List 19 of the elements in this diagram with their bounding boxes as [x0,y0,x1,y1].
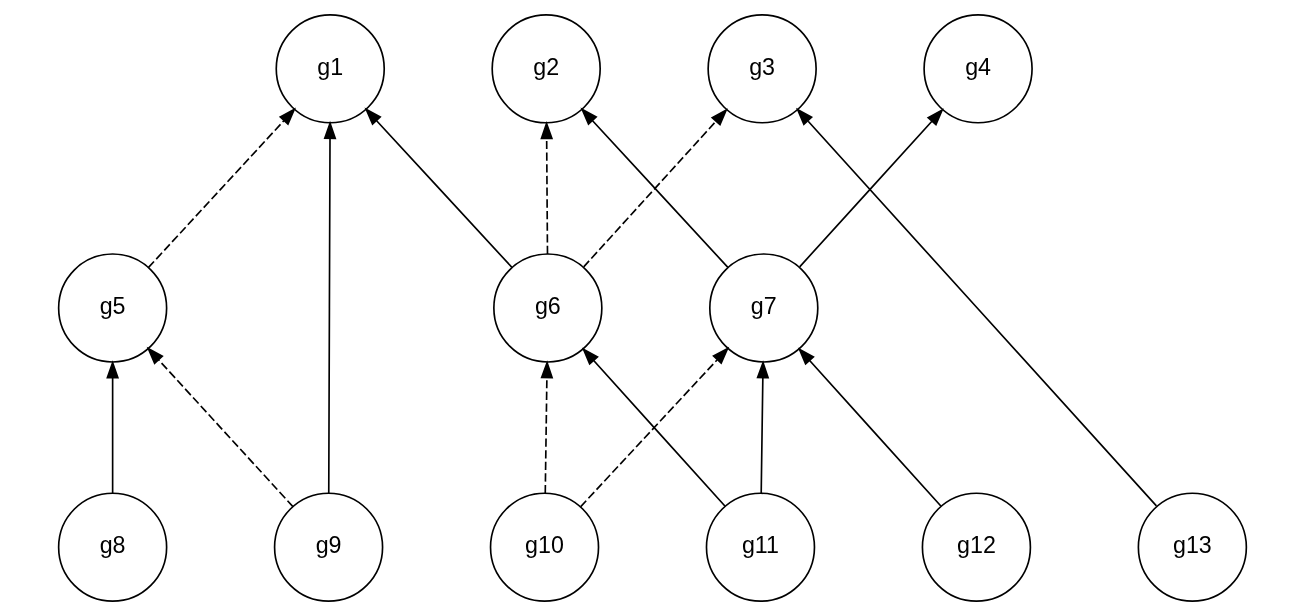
arrow [539,120,553,255]
arrow [755,360,769,495]
node-circle: g6 [492,253,603,363]
node-circle: g8 [57,492,167,603]
arrow [147,107,296,269]
arrow [797,347,942,507]
node-circle: g9 [273,492,383,603]
arrow [364,107,513,269]
arrow [105,360,119,495]
arrow [795,107,1157,507]
arrow [323,120,336,494]
arrow [798,108,944,268]
arrow [539,360,553,495]
node-circle: g13 [1137,492,1247,603]
node-circle: g4 [922,14,1033,124]
node-circle: g11 [705,492,815,603]
arrow [146,346,294,508]
node-circle: g12 [921,492,1031,603]
node-circle: g10 [489,492,599,603]
